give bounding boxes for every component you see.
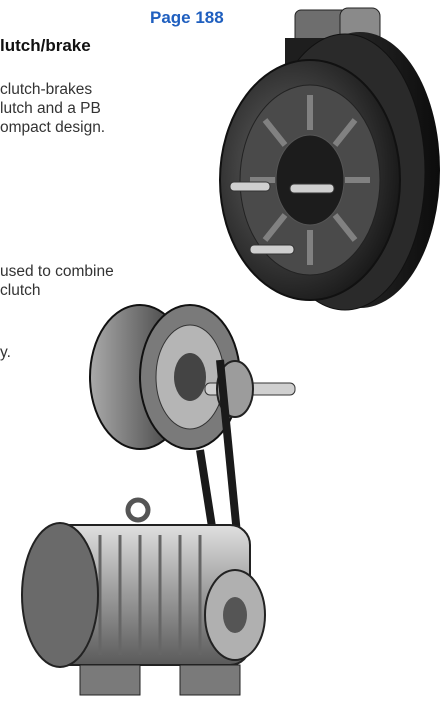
paragraph-combine: used to combine clutch [0, 262, 114, 300]
text-line: clutch [0, 282, 41, 299]
paragraph-end: y. [0, 343, 11, 362]
motor-belt-drive-illustration [21, 304, 296, 696]
text-line: ompact design. [0, 119, 106, 136]
paragraph-intro: clutch-brakes lutch and a PB ompact desi… [0, 80, 105, 137]
text-line: y. [0, 344, 11, 361]
page-reference: Page 188 [150, 8, 224, 27]
section-heading: lutch/brake [0, 36, 91, 55]
text-line: used to combine [0, 263, 114, 280]
text-line: clutch-brakes [0, 81, 93, 98]
clutch-brake-unit-illustration [219, 7, 440, 311]
text-line: lutch and a PB [0, 100, 101, 117]
